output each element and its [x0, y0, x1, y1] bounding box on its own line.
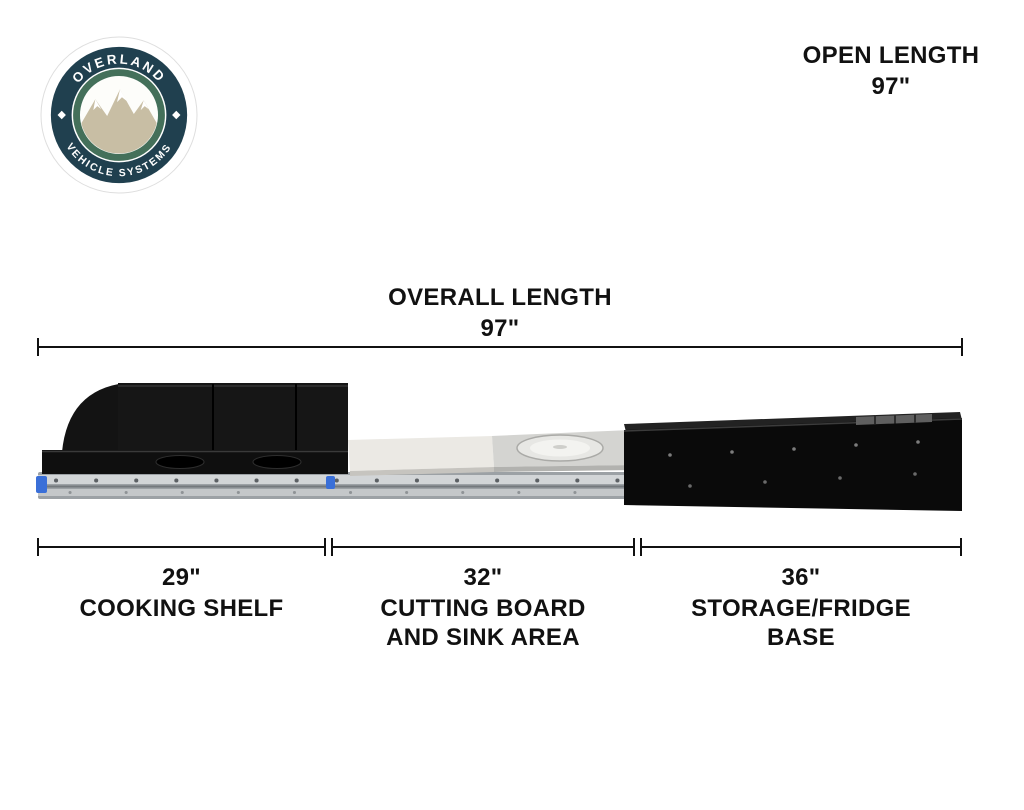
segment-cooking-shelf: 29" COOKING SHELF — [37, 538, 326, 623]
segment-cutting-board-sink: 32" CUTTING BOARD AND SINK AREA — [331, 538, 635, 653]
open-length-label: OPEN LENGTH — [802, 42, 980, 69]
segment-label-line: CUTTING BOARD — [380, 595, 586, 622]
slide-rails — [36, 472, 662, 499]
segment-storage-fridge-base: 36" STORAGE/FRIDGE BASE — [640, 538, 962, 653]
dimension-tick-right — [324, 538, 326, 556]
slide-stop-mid — [326, 476, 335, 489]
segment-label-line: COOKING SHELF — [79, 595, 284, 622]
dimension-tick-left — [640, 538, 642, 556]
segment-dimension-line — [331, 538, 635, 556]
logo-green-ring — [73, 69, 165, 161]
segment-label-line: BASE — [767, 624, 835, 652]
dimension-tick-right — [633, 538, 635, 556]
open-length-value: 97" — [871, 73, 911, 101]
dimension-tick-left — [37, 338, 39, 356]
logo-mountains-icon — [80, 76, 158, 154]
dimension-tick-left — [331, 538, 333, 556]
shelf-cutout-right — [252, 455, 302, 469]
cutting-board — [348, 436, 494, 476]
storage-fridge-base — [623, 412, 963, 511]
shelf-cutout-left — [155, 455, 205, 469]
dimension-tick-right — [961, 338, 963, 356]
overall-dimension-line — [37, 338, 963, 356]
open-length-caption: OPEN LENGTH 97" — [766, 40, 1016, 102]
segment-value: 32" — [463, 564, 503, 591]
overall-length-label: OVERALL LENGTH — [388, 284, 612, 311]
segment-value: 29" — [162, 564, 201, 591]
dimension-tick-right — [960, 538, 962, 556]
wind-deflector — [62, 383, 125, 452]
segment-value: 36" — [781, 564, 821, 591]
ovs-logo: OVERLAND VEHICLE SYSTEMS — [40, 36, 198, 194]
segment-dimension-line — [37, 538, 326, 556]
segment-label-line: AND SINK AREA — [386, 624, 580, 652]
overall-length-caption: OVERALL LENGTH 97" — [37, 282, 963, 344]
slide-stop-left — [36, 476, 47, 493]
product-photo — [36, 383, 963, 511]
windscreen-panel — [118, 383, 348, 452]
cooking-shelf — [42, 383, 348, 474]
sink-area — [492, 430, 635, 472]
overall-length-value: 97" — [480, 315, 520, 343]
dimension-tick-left — [37, 538, 39, 556]
segment-label: COOKING SHELF — [37, 594, 326, 623]
segment-dimension-line — [640, 538, 962, 556]
segment-label-line: STORAGE/FRIDGE — [691, 595, 911, 622]
segment-label: CUTTING BOARD AND SINK AREA — [331, 594, 635, 653]
segment-label: STORAGE/FRIDGE BASE — [640, 594, 962, 653]
